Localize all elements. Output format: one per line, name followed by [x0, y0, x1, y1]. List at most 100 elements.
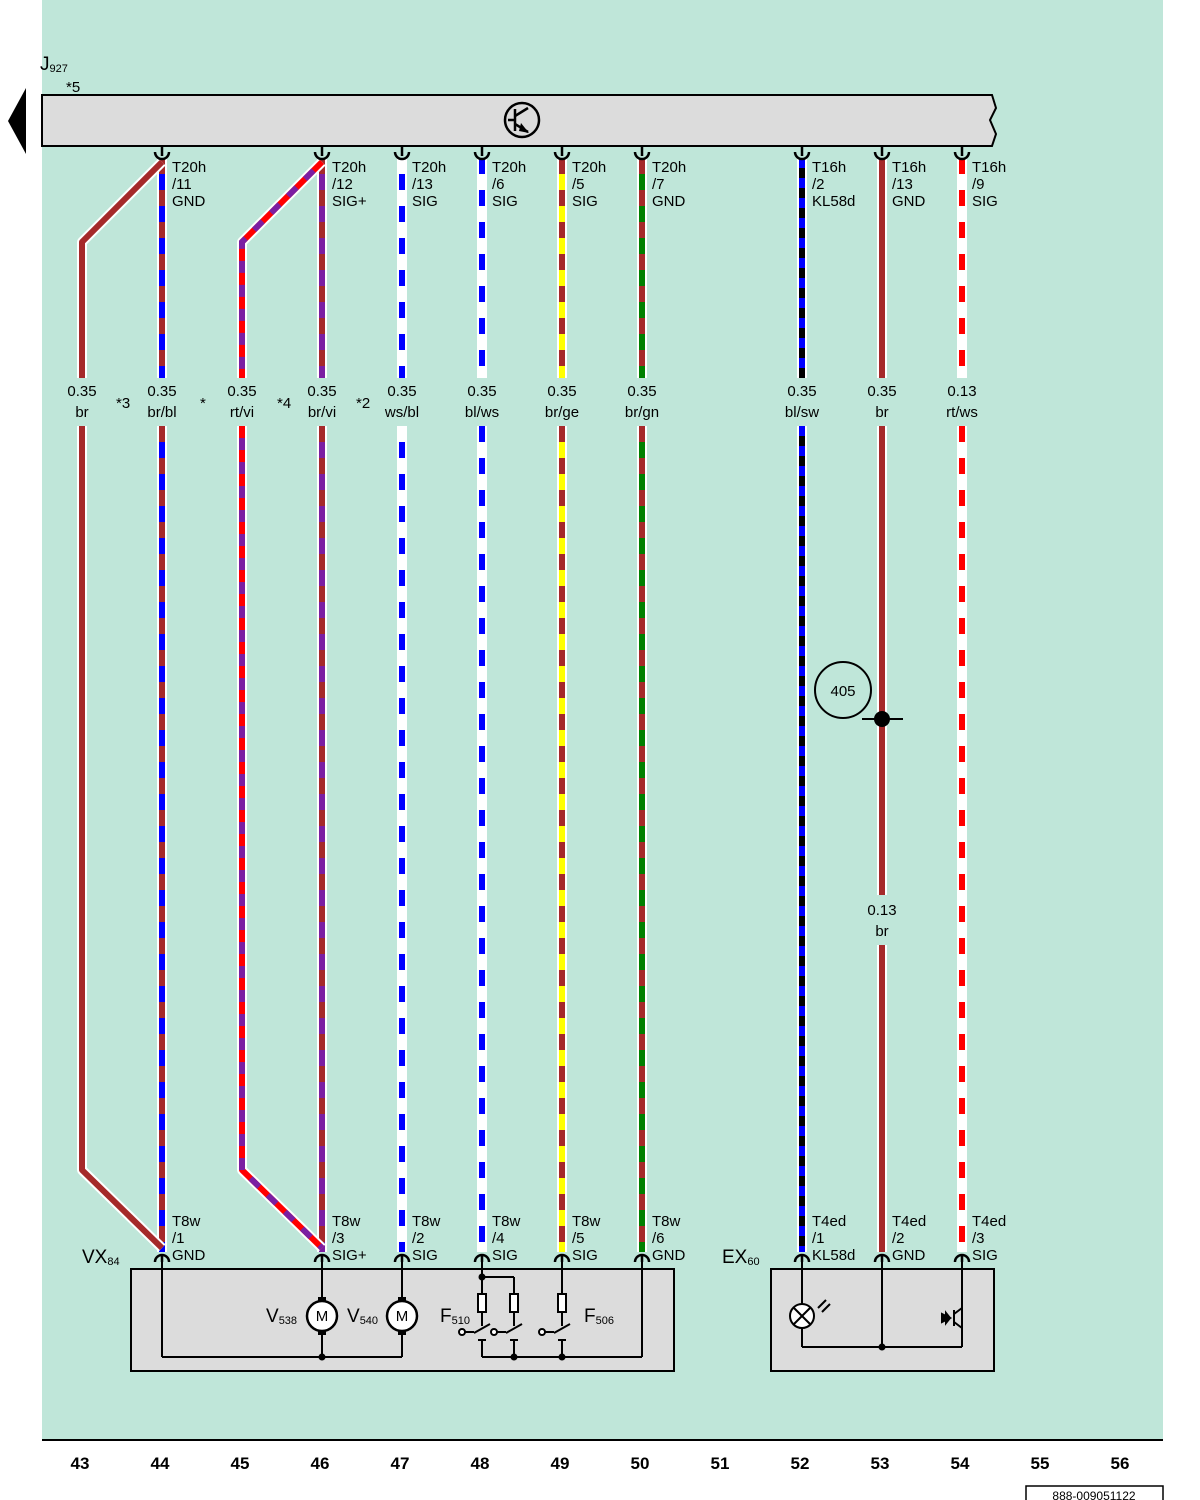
- wire-size-label: 0.13: [947, 383, 976, 400]
- bottom-signal-label: GND: [652, 1247, 686, 1264]
- top-signal-label: GND: [892, 193, 926, 210]
- column-number: 54: [951, 1454, 970, 1473]
- top-signal-label: SIG+: [332, 193, 367, 210]
- connector-pin-icon: [633, 146, 651, 161]
- wire-color-label: br/bl: [147, 404, 176, 421]
- bottom-connector-label: T8w: [332, 1213, 361, 1230]
- wire-size-label: 0.35: [867, 383, 896, 400]
- junction-dot: [878, 1343, 886, 1351]
- ex60-label: EX60: [722, 1247, 760, 1268]
- wire-size-label: 0.35: [67, 383, 96, 400]
- bottom-pin-label: /5: [572, 1230, 585, 1247]
- top-connector-label: T20h: [652, 159, 686, 176]
- wire-color-label: br/vi: [308, 404, 336, 421]
- v540-label: V540: [347, 1306, 378, 1327]
- column-number: 46: [311, 1454, 330, 1473]
- connector-pin-icon: [313, 1253, 331, 1263]
- bottom-signal-label: SIG+: [332, 1247, 367, 1264]
- bottom-signal-label: SIG: [412, 1247, 438, 1264]
- top-signal-label: SIG: [572, 193, 598, 210]
- connector-pin-icon: [793, 1253, 811, 1263]
- bottom-pin-label: /3: [972, 1230, 985, 1247]
- wire-size-label: 0.35: [147, 383, 176, 400]
- wire-color-label: ws/bl: [384, 404, 419, 421]
- wire-color-label: bl/sw: [785, 404, 819, 421]
- connector-pin-icon: [473, 1253, 491, 1263]
- bottom-signal-label: KL58d: [812, 1247, 855, 1264]
- column-number: 47: [391, 1454, 410, 1473]
- bottom-connector-label: T8w: [172, 1213, 201, 1230]
- motor-icon: M: [305, 1297, 339, 1335]
- bottom-pin-label: /4: [492, 1230, 505, 1247]
- top-pin-label: /5: [572, 176, 585, 193]
- bottom-connector-label: T4ed: [892, 1213, 926, 1230]
- connector-pin-icon: [633, 1253, 651, 1263]
- control-unit-note: *5: [66, 79, 80, 96]
- column-number: 50: [631, 1454, 650, 1473]
- column-number: 45: [231, 1454, 250, 1473]
- svg-text:M: M: [396, 1308, 409, 1325]
- bottom-pin-label: /1: [172, 1230, 185, 1247]
- top-pin-label: /12: [332, 176, 353, 193]
- connector-pin-icon: [153, 1253, 171, 1263]
- doc-id: 888-009051122: [1052, 1489, 1136, 1500]
- bottom-pin-label: /6: [652, 1230, 665, 1247]
- bottom-connector-label: T8w: [492, 1213, 521, 1230]
- switch-icon: [477, 1293, 567, 1313]
- top-connector-label: T20h: [412, 159, 446, 176]
- connector-pin-icon: [313, 146, 331, 161]
- wire-color-label: rt/vi: [230, 404, 254, 421]
- wire-size-label: 0.35: [227, 383, 256, 400]
- wire-color-label: rt/ws: [946, 404, 978, 421]
- control-unit-bar: [41, 94, 998, 147]
- top-connector-label: T20h: [492, 159, 526, 176]
- phototransistor-icon: [941, 1307, 963, 1329]
- top-signal-label: KL58d: [812, 193, 855, 210]
- wire-size-label: 0.35: [307, 383, 336, 400]
- column-number: 44: [151, 1454, 170, 1473]
- bottom-pin-label: /2: [412, 1230, 425, 1247]
- wire-45: [237, 158, 326, 1252]
- bottom-signal-label: SIG: [972, 1247, 998, 1264]
- connector-pin-icon: [153, 146, 171, 161]
- svg-text:M: M: [316, 1308, 329, 1325]
- top-pin-label: /9: [972, 176, 985, 193]
- bottom-pin-label: /1: [812, 1230, 825, 1247]
- connector-pin-icon: [873, 1253, 891, 1263]
- doc-id-box: [1025, 1485, 1164, 1500]
- top-connector-label: T16h: [892, 159, 926, 176]
- bottom-connector-label: T8w: [652, 1213, 681, 1230]
- wire-size-label: 0.35: [467, 383, 496, 400]
- top-pin-label: /6: [492, 176, 505, 193]
- lamp-icon: [789, 1299, 831, 1329]
- v538-label: V538: [266, 1306, 297, 1327]
- top-signal-label: SIG: [412, 193, 438, 210]
- top-connector-label: T16h: [972, 159, 1006, 176]
- control-unit-label: J927: [40, 54, 68, 75]
- junction-dots: [318, 1273, 566, 1361]
- wire-size-label: 0.35: [627, 383, 656, 400]
- bottom-pin-label: /2: [892, 1230, 905, 1247]
- svg-text:405: 405: [830, 683, 855, 700]
- column-number: 49: [551, 1454, 570, 1473]
- connector-pin-icon: [953, 146, 971, 161]
- bottom-connector-label: T4ed: [972, 1213, 1006, 1230]
- f510-label: F510: [440, 1306, 470, 1327]
- left-arrow-icon: [8, 88, 26, 154]
- top-connector-label: T16h: [812, 159, 846, 176]
- switch-icon: [458, 1323, 571, 1341]
- footnote-4: *4: [277, 395, 291, 412]
- top-signal-label: GND: [652, 193, 686, 210]
- top-pin-label: /11: [172, 176, 192, 193]
- vx84-label: VX84: [82, 1247, 120, 1268]
- connector-pin-icon: [473, 146, 491, 161]
- top-pin-label: /13: [892, 176, 913, 193]
- column-number: 53: [871, 1454, 890, 1473]
- column-number: 51: [711, 1454, 730, 1473]
- wire-color-label: bl/ws: [465, 404, 499, 421]
- wire-size-label: 0.35: [387, 383, 416, 400]
- connector-pin-icon: [393, 146, 411, 161]
- top-signal-label: SIG: [972, 193, 998, 210]
- column-number: 56: [1111, 1454, 1130, 1473]
- top-pin-label: /7: [652, 176, 665, 193]
